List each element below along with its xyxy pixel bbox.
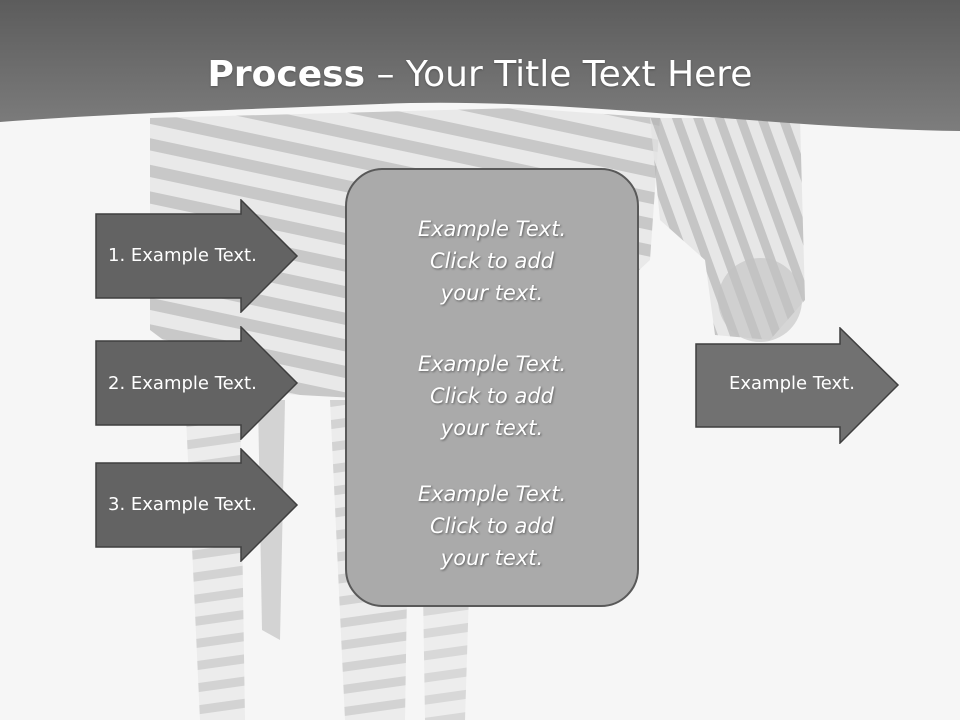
step-label-2: 2. Example Text.: [108, 373, 257, 394]
output-arrow[interactable]: [695, 327, 900, 444]
block-3-line-2: Click to add: [429, 514, 554, 538]
block-3-line-3: your text.: [440, 546, 544, 570]
title-dash: –: [365, 54, 406, 95]
block-2-line-3: your text.: [440, 416, 544, 440]
center-process-box[interactable]: [345, 168, 639, 607]
title-bold: Process: [207, 54, 366, 95]
block-3-line-1: Example Text.: [417, 482, 567, 506]
block-1-line-3: your text.: [440, 281, 544, 305]
step-label-3: 3. Example Text.: [108, 494, 257, 515]
title-rest: Your Title Text Here: [405, 54, 753, 95]
header-band: [0, 0, 960, 131]
block-1-line-2: Click to add: [429, 249, 554, 273]
page-title: Process – Your Title Text Here: [0, 50, 960, 100]
step-label-1: 1. Example Text.: [108, 245, 257, 266]
center-text-block-1: Example Text. Click to add your text.: [345, 213, 639, 309]
step-arrow-1[interactable]: [95, 199, 299, 313]
block-2-line-1: Example Text.: [417, 352, 567, 376]
output-label: Example Text.: [729, 373, 855, 394]
center-text-block-3: Example Text. Click to add your text.: [345, 478, 639, 574]
block-1-line-1: Example Text.: [417, 217, 567, 241]
step-arrow-2[interactable]: [95, 326, 299, 440]
step-arrow-3[interactable]: [95, 448, 299, 562]
block-2-line-2: Click to add: [429, 384, 554, 408]
center-text-block-2: Example Text. Click to add your text.: [345, 348, 639, 444]
